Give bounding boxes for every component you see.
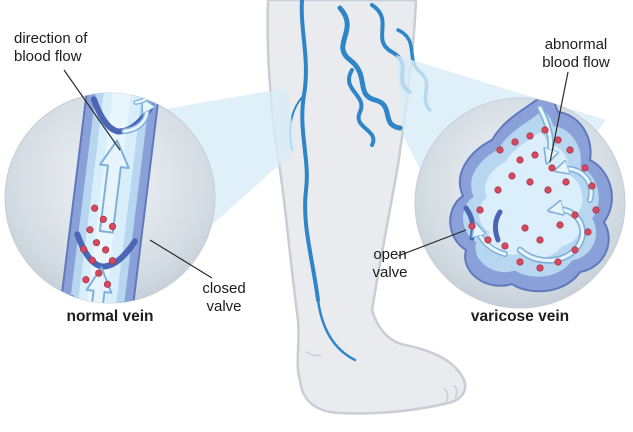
blood-cells <box>468 126 600 272</box>
label-open-valve: open valve <box>358 246 422 283</box>
pointer-open-valve <box>397 229 467 257</box>
varicose-vein-magnifier <box>414 97 626 309</box>
flow-arrows <box>85 93 158 303</box>
up-arrow-top <box>114 93 137 95</box>
main-vein <box>299 0 320 302</box>
reflux-arrow <box>476 226 507 256</box>
vein-branch <box>316 298 357 362</box>
label-line: varicose vein <box>470 308 570 325</box>
label-line: blood flow <box>542 54 610 72</box>
varicose-vein-crosssection <box>449 98 613 293</box>
varicose-tangle <box>347 68 376 147</box>
label-direction-of-blood-flow: direction of blood flow <box>14 30 87 67</box>
normal-vein-crosssection <box>56 93 162 303</box>
label-line: normal vein <box>66 308 154 325</box>
label-line: blood flow <box>14 48 82 66</box>
label-line: abnormal <box>544 36 608 53</box>
inlet-arrow <box>538 106 551 160</box>
up-arrow-bottom <box>85 266 113 303</box>
leg-outline <box>266 0 467 415</box>
pointer-abnormal-blood-flow <box>549 71 569 163</box>
label-abnormal-blood-flow: abnormal blood flow <box>524 36 628 73</box>
toe-crease <box>453 384 458 399</box>
swirl-arrow <box>518 209 585 263</box>
pointer-direction-of-blood-flow <box>63 69 121 151</box>
label-line: valve <box>206 298 242 316</box>
label-varicose-vein: varicose vein <box>444 308 596 327</box>
label-line: open <box>373 246 407 263</box>
pointer-lines <box>63 69 569 279</box>
pointer-closed-valve <box>149 239 213 279</box>
ankle-crease <box>305 351 322 357</box>
up-arrow-main <box>98 139 130 234</box>
toe-crease <box>443 387 449 403</box>
label-closed-valve: closed valve <box>192 280 256 317</box>
abnormal-flow-arrows <box>476 104 595 264</box>
label-line: valve <box>372 264 408 282</box>
label-line: closed <box>202 280 246 297</box>
label-normal-vein: normal vein <box>35 308 185 327</box>
normal-vein-magnifier <box>4 92 216 304</box>
open-valve-flap-right <box>492 209 503 243</box>
label-line: direction of <box>14 30 88 47</box>
varicose-tangle <box>337 5 403 131</box>
leg-illustration <box>266 0 467 415</box>
swirl-arrow <box>558 169 593 202</box>
swirl-arrow <box>122 99 148 133</box>
